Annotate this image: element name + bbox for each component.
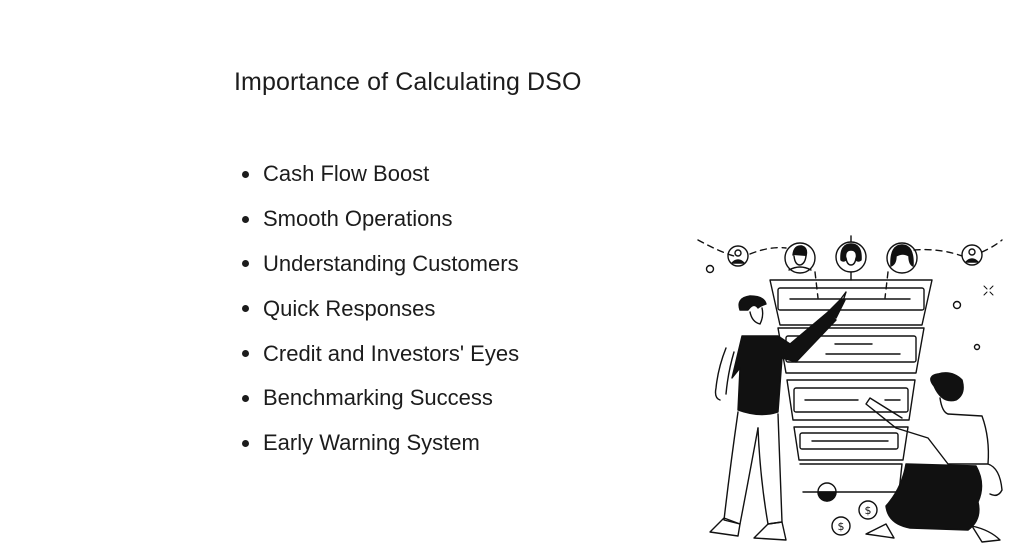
funnel-illustration: $ $: [697, 235, 1003, 543]
bullet-dot-icon: [242, 215, 249, 223]
bullet-dot-icon: [242, 170, 249, 178]
coin-drop-icon: [817, 482, 837, 502]
bullet-item: Cash Flow Boost: [242, 152, 519, 197]
avatar-man-icon: [784, 242, 816, 274]
bullet-item: Smooth Operations: [242, 197, 519, 242]
bullet-text: Cash Flow Boost: [263, 161, 430, 187]
dollar-coin-icon: $: [858, 500, 878, 520]
bullet-dot-icon: [242, 439, 249, 447]
funnel-icon: [769, 279, 933, 493]
bullet-item: Credit and Investors' Eyes: [242, 331, 519, 376]
bullet-dot-icon: [242, 350, 249, 358]
bullet-text: Smooth Operations: [263, 206, 453, 232]
dollar-coin-icon: $: [831, 516, 851, 536]
bullet-dot-icon: [242, 260, 249, 268]
decor-circle-icon: [973, 343, 981, 351]
kneeling-woman-icon: [865, 372, 1003, 543]
bullet-text: Early Warning System: [263, 430, 480, 456]
bullet-text: Quick Responses: [263, 295, 436, 321]
connection-arc-icon: [697, 239, 1003, 299]
avatar-woman-long-hair-icon: [886, 242, 918, 274]
slide-title: Importance of Calculating DSO: [234, 68, 582, 96]
decor-circle-icon: [705, 264, 715, 274]
bullet-item: Early Warning System: [242, 421, 519, 466]
bullet-item: Benchmarking Success: [242, 376, 519, 421]
bullet-text: Benchmarking Success: [263, 385, 493, 411]
bullet-item: Understanding Customers: [242, 242, 519, 287]
bullet-text: Understanding Customers: [263, 250, 519, 276]
bullet-dot-icon: [242, 305, 249, 313]
bullet-item: Quick Responses: [242, 286, 519, 331]
avatar-small-left-icon: [727, 245, 749, 267]
svg-text:$: $: [838, 520, 845, 533]
standing-man-icon: [709, 291, 847, 541]
decor-circle-icon: [952, 300, 962, 310]
sparkle-icon: [983, 285, 994, 296]
bullet-text: Credit and Investors' Eyes: [263, 340, 520, 366]
svg-text:$: $: [865, 504, 872, 517]
avatar-small-right-icon: [961, 244, 983, 266]
bullet-dot-icon: [242, 394, 249, 402]
bullet-list: Cash Flow Boost Smooth Operations Unders…: [242, 152, 519, 466]
avatar-woman-icon: [835, 241, 867, 273]
